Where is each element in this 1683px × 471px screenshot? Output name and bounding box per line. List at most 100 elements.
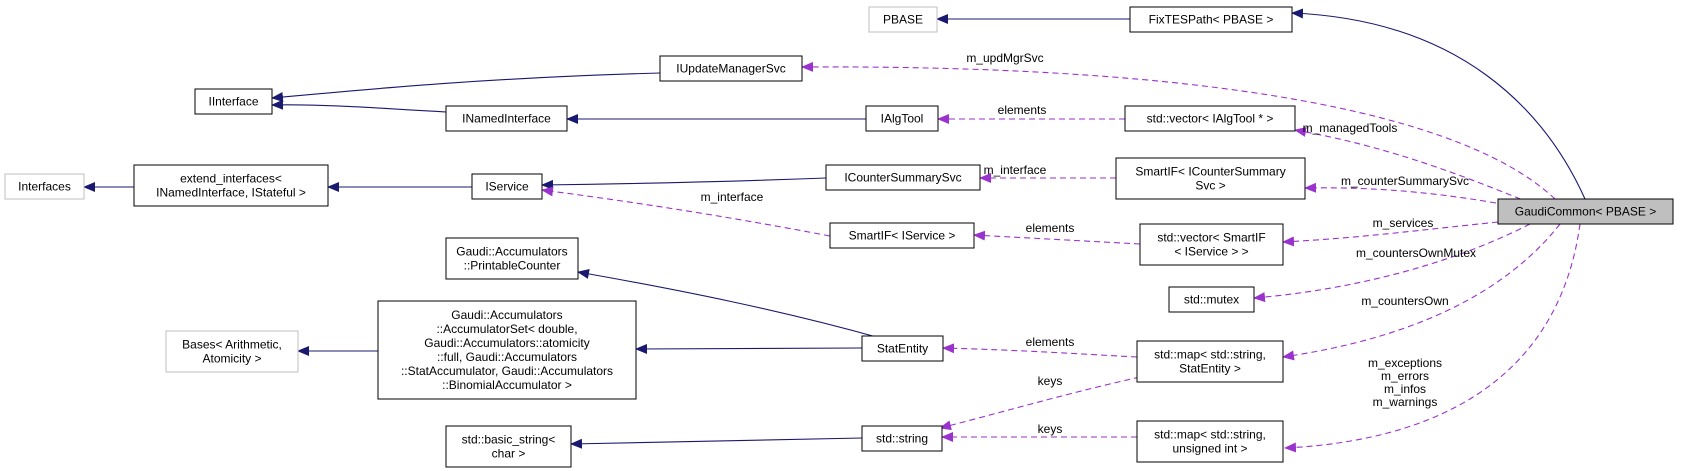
node-extend-interfaces[interactable]: extend_interfaces<INamedInterface, IStat… xyxy=(133,164,329,207)
edge-stdstring-basicstring xyxy=(570,437,863,449)
node-icountersummarysvc-box xyxy=(825,164,981,191)
node-vector-ialgtool-label: std::vector< IAlgTool * > xyxy=(1147,112,1274,126)
label-m-countersownmutex: m_countersOwnMutex xyxy=(1356,246,1476,260)
node-pbase[interactable]: PBASE xyxy=(868,6,938,33)
edge-m-countersown xyxy=(1282,223,1561,361)
label-m-managedtools: m_managedTools xyxy=(1303,121,1398,135)
edge-m-interface-iservice xyxy=(541,186,831,237)
node-inamedinterface-box xyxy=(445,105,568,132)
node-inamedinterface-label: INamedInterface xyxy=(462,112,551,126)
node-bases-label: Atomicity > xyxy=(202,352,261,366)
node-iservice[interactable]: IService xyxy=(471,173,543,200)
node-vector-smartif-label: std::vector< SmartIF xyxy=(1157,231,1265,245)
edge-inamedinterface-iinterface xyxy=(271,99,447,113)
node-vector-smartif-box xyxy=(1139,223,1284,266)
edge-elements-smartif xyxy=(973,230,1141,245)
node-inamedinterface[interactable]: INamedInterface xyxy=(445,105,568,132)
edge-statentity-printablecounter xyxy=(577,268,881,339)
node-std-string[interactable]: std::string xyxy=(861,425,943,452)
node-extend-interfaces-label: INamedInterface, IStateful > xyxy=(156,186,306,200)
edge-m-updmgrsvc xyxy=(801,61,1556,200)
node-std-string-box xyxy=(861,425,943,452)
edge-m-managedtools xyxy=(1294,126,1531,204)
node-accumulatorset[interactable]: Gaudi::Accumulators::AccumulatorSet< dou… xyxy=(377,300,637,400)
node-accumulatorset-label: Gaudi::Accumulators::atomicity xyxy=(424,336,589,350)
node-bases-box xyxy=(165,330,299,373)
node-std-string-label: std::string xyxy=(876,432,928,446)
label-m-services: m_services xyxy=(1373,216,1434,230)
node-iupdatemanagersvc[interactable]: IUpdateManagerSvc xyxy=(659,55,803,82)
node-interfaces[interactable]: Interfaces xyxy=(4,173,85,200)
node-icountersummarysvc[interactable]: ICounterSummarySvc xyxy=(825,164,981,191)
label-m-countersown: m_countersOwn xyxy=(1361,294,1448,308)
inheritance-edges xyxy=(83,8,1586,449)
node-printablecounter-label: Gaudi::Accumulators xyxy=(456,245,567,259)
label-m-updmgrsvc-line: m_updMgrSvc xyxy=(966,51,1043,65)
node-map-uint-label: unsigned int > xyxy=(1172,442,1247,456)
node-basic-string-box xyxy=(445,425,572,468)
node-smartif-iservice-box xyxy=(829,222,975,249)
node-iservice-box xyxy=(471,173,543,200)
node-iinterface-box xyxy=(194,88,273,115)
node-iupdatemanagersvc-label: IUpdateManagerSvc xyxy=(676,62,785,76)
node-iinterface-label: IInterface xyxy=(208,95,258,109)
node-printablecounter[interactable]: Gaudi::Accumulators::PrintableCounter xyxy=(445,237,579,280)
label-elements-ialgtool: elements xyxy=(998,103,1047,117)
node-basic-string-label: char > xyxy=(492,447,526,461)
node-basic-string[interactable]: std::basic_string<char > xyxy=(445,425,572,468)
label-maps-uint-line: m_errors xyxy=(1381,369,1429,383)
node-extend-interfaces-box xyxy=(133,164,329,207)
edge-m-countersummarysvc xyxy=(1304,182,1497,204)
label-m-interface-icounter: m_interface xyxy=(984,163,1047,177)
node-ialgtool[interactable]: IAlgTool xyxy=(865,105,939,132)
node-smartif-iservice-label: SmartIF< IService > xyxy=(849,229,956,243)
node-accumulatorset-label: Gaudi::Accumulators xyxy=(451,308,562,322)
edge-m-countersownmutex xyxy=(1253,223,1531,303)
node-map-statentity[interactable]: std::map< std::string,StatEntity > xyxy=(1136,340,1284,383)
node-vector-ialgtool[interactable]: std::vector< IAlgTool * > xyxy=(1124,105,1296,132)
label-keys-map-uint-line: keys xyxy=(1038,422,1063,436)
node-gaudicommon[interactable]: GaudiCommon< PBASE > xyxy=(1497,198,1674,225)
node-map-statentity-label: StatEntity > xyxy=(1179,362,1241,376)
usage-edges xyxy=(541,61,1581,453)
node-map-statentity-box xyxy=(1136,340,1284,383)
edge-gaudicommon-fixtespath xyxy=(1291,8,1586,200)
node-fixtespath-box xyxy=(1129,6,1293,33)
label-keys-map-statentity-line: keys xyxy=(1038,374,1063,388)
node-accumulatorset-label: ::full, Gaudi::Accumulators xyxy=(437,350,577,364)
node-statentity[interactable]: StatEntity xyxy=(861,335,944,362)
node-printablecounter-box xyxy=(445,237,579,280)
label-m-managedtools-line: m_managedTools xyxy=(1303,121,1398,135)
node-gaudicommon-label: GaudiCommon< PBASE > xyxy=(1515,205,1656,219)
node-map-uint[interactable]: std::map< std::string,unsigned int > xyxy=(1136,420,1284,463)
node-icountersummarysvc-label: ICounterSummarySvc xyxy=(844,171,961,185)
node-mutex-box xyxy=(1168,286,1255,313)
label-m-interface-icounter-line: m_interface xyxy=(984,163,1047,177)
node-vector-ialgtool-box xyxy=(1124,105,1296,132)
label-maps-uint-line: m_infos xyxy=(1384,382,1426,396)
label-keys-map-uint: keys xyxy=(1038,422,1063,436)
node-basic-string-label: std::basic_string< xyxy=(462,433,556,447)
edge-elements-statentity xyxy=(942,343,1138,358)
label-m-interface-iservice: m_interface xyxy=(701,190,764,204)
node-interfaces-label: Interfaces xyxy=(18,180,71,194)
node-mutex[interactable]: std::mutex xyxy=(1168,286,1255,313)
node-printablecounter-label: ::PrintableCounter xyxy=(464,259,561,273)
node-smartif-iservice[interactable]: SmartIF< IService > xyxy=(829,222,975,249)
node-smartif-icounter[interactable]: SmartIF< ICounterSummarySvc > xyxy=(1115,157,1306,200)
nodes: PBASE FixTESPath< PBASE > IUpdateManager… xyxy=(4,6,1674,468)
edge-keys-map-statentity xyxy=(939,376,1141,431)
node-smartif-icounter-label: SmartIF< ICounterSummary xyxy=(1135,165,1285,179)
edge-iupdatemanagersvc-iinterface xyxy=(271,72,661,102)
edge-icountersummarysvc-iservice xyxy=(541,177,827,190)
edge-statentity-accumulatorset xyxy=(635,343,863,354)
node-iinterface[interactable]: IInterface xyxy=(194,88,273,115)
node-bases[interactable]: Bases< Arithmetic,Atomicity > xyxy=(165,330,299,373)
node-bases-label: Bases< Arithmetic, xyxy=(182,338,282,352)
node-map-uint-label: std::map< std::string, xyxy=(1154,428,1266,442)
node-vector-smartif[interactable]: std::vector< SmartIF< IService > > xyxy=(1139,223,1284,266)
node-fixtespath-label: FixTESPath< PBASE > xyxy=(1149,13,1274,27)
node-fixtespath[interactable]: FixTESPath< PBASE > xyxy=(1129,6,1293,33)
node-statentity-box xyxy=(861,335,944,362)
